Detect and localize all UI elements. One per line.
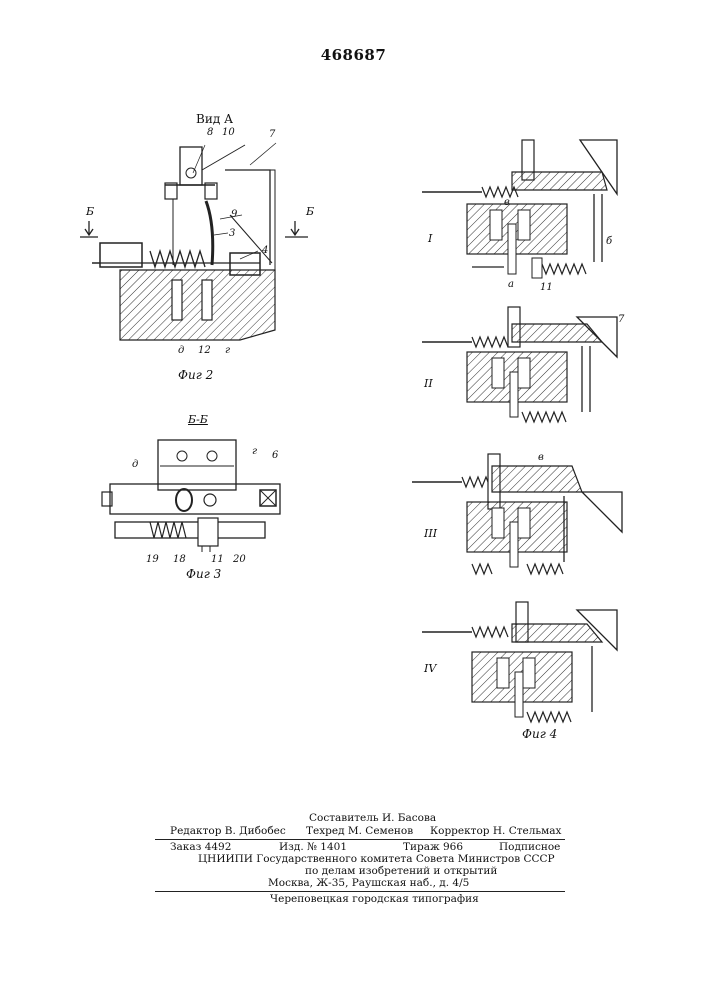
fig2-callout-4: 4: [262, 245, 268, 256]
fig4-position-label-III: III: [424, 527, 437, 540]
fig2-callout-8: 8: [207, 127, 213, 138]
fig4-position-label-IV: IV: [424, 662, 436, 675]
imprint-rule-top: [155, 839, 565, 840]
fig4-callout-11: 11: [540, 282, 553, 293]
fig2-callout-10: 10: [222, 127, 235, 138]
fig3-callout-g: г: [252, 446, 257, 457]
fig4-position-II: [422, 307, 617, 422]
fig3-caption: Фиг 3: [186, 567, 221, 581]
fig4-position-III: [412, 454, 622, 574]
fig4-caption: Фиг 4: [522, 727, 557, 741]
fig2-callout-3: 3: [229, 228, 235, 239]
imprint-printer: Череповецкая городская типография: [270, 893, 479, 906]
imprint-compiler: Составитель И. Басова: [309, 812, 436, 825]
fig4-callout-a: а: [508, 279, 514, 290]
fig2-callout-12: 12: [198, 345, 211, 356]
fig3-drawing: [100, 432, 295, 552]
fig4-position-label-II: II: [424, 377, 433, 390]
imprint-editor: Редактор В. Дибобес: [170, 825, 286, 838]
fig3-callout-18: 18: [173, 554, 186, 565]
fig3-callout-19: 19: [146, 554, 159, 565]
imprint-corrector: Корректор Н. Стельмах: [430, 825, 561, 838]
imprint-rule-bottom: [155, 891, 565, 892]
fig3-spring: [150, 522, 186, 538]
fig2-callout-d: д: [178, 345, 184, 356]
fig2-callout-g: г: [225, 345, 230, 356]
fig4-callout-v2: в: [538, 452, 544, 463]
fig2-base-body: [120, 270, 275, 340]
fig4-callout-v: в: [504, 197, 510, 208]
fig2-section-mark-left: Б: [86, 205, 94, 218]
imprint-address: Москва, Ж-35, Раушская наб., д. 4/5: [268, 877, 469, 890]
fig2-callout-9: 9: [231, 209, 237, 220]
fig2-section-mark-right: Б: [306, 205, 314, 218]
fig4-position-label-I: I: [428, 232, 432, 245]
fig4-callout-7: 7: [618, 314, 624, 325]
fig2-callout-7: 7: [269, 129, 275, 140]
fig2-drawing: [80, 125, 320, 365]
fig2-caption: Фиг 2: [178, 368, 213, 382]
fig3-callout-20: 20: [233, 554, 246, 565]
fig3-section-title: Б-Б: [188, 413, 208, 426]
fig3-callout-11: 11: [211, 554, 224, 565]
imprint-techred: Техред М. Семенов: [306, 825, 413, 838]
fig4-callout-b: б: [606, 236, 612, 247]
patent-number: 468687: [0, 46, 707, 64]
fig4-drawing: [412, 132, 637, 722]
fig4-position-I: [422, 140, 617, 278]
fig2-spring: [150, 251, 205, 267]
fig4-position-IV: [422, 602, 617, 722]
fig3-callout-d: д: [132, 459, 138, 470]
fig3-callout-6: 6: [272, 450, 278, 461]
fig2-view-label: Вид А: [196, 112, 233, 126]
